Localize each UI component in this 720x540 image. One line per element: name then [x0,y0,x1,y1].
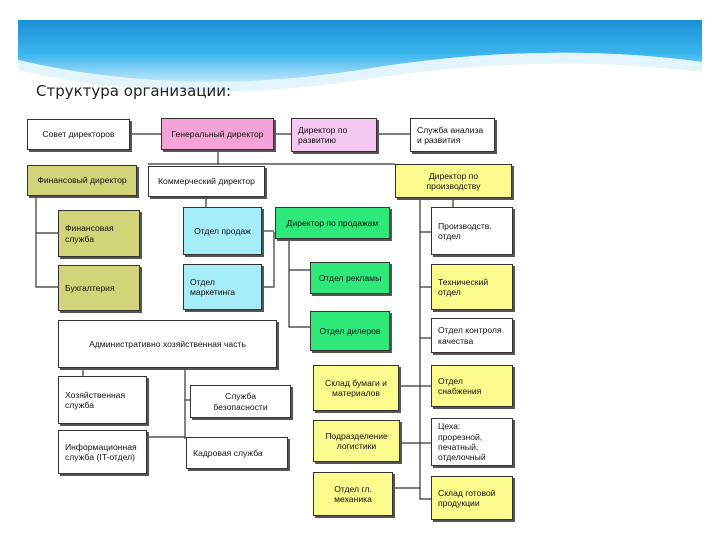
accounting: Бухгалтерия [58,265,140,311]
logistics-division: Подразделение логистики [313,420,400,462]
hr-service: Кадровая служба [186,437,288,469]
header-banner [18,20,702,92]
quality-control-department: Отдел контроля качества [431,318,513,353]
slide-title: Структура организации: [36,82,232,100]
sales-department: Отдел продаж [183,207,262,255]
sales-director: Директор по продажам [275,207,390,239]
commercial-director: Коммерческий директор [148,166,265,197]
workshops: Цеха: прорезной, печатный, отделочный [431,418,513,466]
development-director: Директор по развитию [291,118,377,152]
it-service: Информационная служба (IT-отдел) [58,430,147,474]
household-service: Хозяйственная служба [58,376,147,424]
security-service: Служба безопасности [190,385,291,418]
technical-department: Технический отдел [431,264,513,310]
general-director: Генеральный директор [161,118,274,150]
board-of-directors: Совет директоров [27,119,130,150]
finished-goods-warehouse: Склад готовой продукции [431,476,513,520]
paper-materials-warehouse: Склад бумаги и материалов [313,365,399,411]
supply-department: Отдел снабжения [431,365,513,407]
advertising-department: Отдел рекламы [310,262,390,294]
dealers-department: Отдел дилеров [310,311,390,351]
finance-service: Финансовая служба [58,210,140,257]
chief-mechanic-department: Отдел гл. механика [313,472,393,516]
administrative-part: Административно хозяйственная часть [58,320,277,368]
marketing-department: Отдел маркетинга [183,264,262,310]
production-department: Производств. отдел [431,207,513,255]
production-director: Директор по производству [395,164,512,198]
finance-director: Финансовый директор [27,165,137,196]
analysis-service: Служба анализа и развития [410,118,495,152]
